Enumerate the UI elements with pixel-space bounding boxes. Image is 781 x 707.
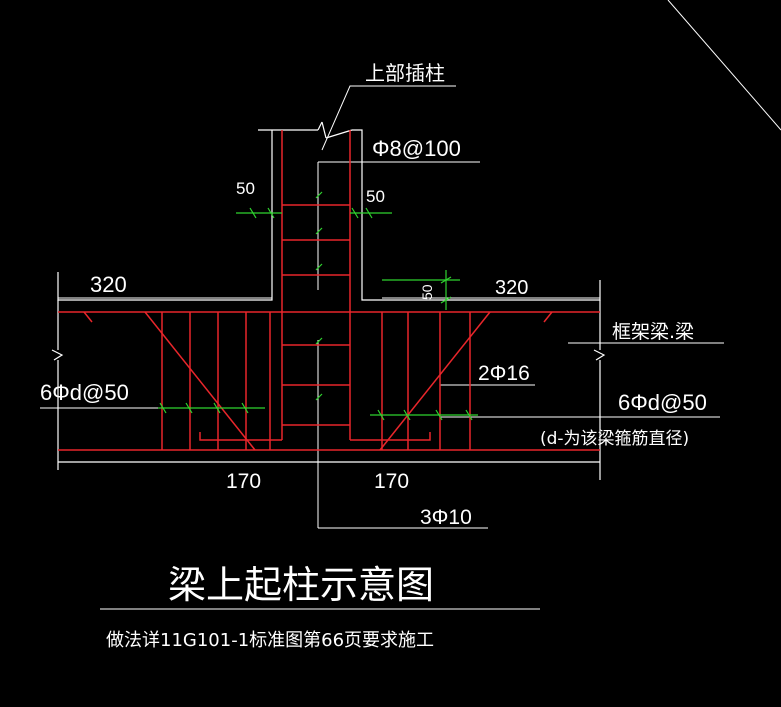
label-note-d: (d-为该梁箍筋直径) bbox=[540, 429, 689, 449]
label-dim-50-right: 50 bbox=[366, 187, 385, 206]
label-upper-column: 上部插柱 bbox=[365, 61, 445, 85]
label-dim-320-right: 320 bbox=[495, 277, 528, 299]
label-column-stirrup: Φ8@100 bbox=[372, 136, 461, 161]
label-left-stirrup: 6Φd@50 bbox=[40, 380, 129, 405]
label-right-stirrup: 6Φd@50 bbox=[618, 390, 707, 415]
label-dim-50-vertical: 50 bbox=[419, 284, 435, 300]
label-dim-320-left: 320 bbox=[90, 272, 127, 297]
dimension-marks bbox=[158, 191, 478, 421]
label-dim-50-left: 50 bbox=[236, 179, 255, 198]
corner-diagonal-line bbox=[667, 0, 781, 131]
rebar-lines bbox=[58, 130, 600, 451]
label-dim-170-left: 170 bbox=[226, 470, 261, 493]
drawing-subtitle: 做法详11G101-1标准图第66页要求施工 bbox=[106, 630, 434, 651]
label-2phi16: 2Φ16 bbox=[478, 362, 530, 385]
leader-lines bbox=[40, 85, 724, 529]
drawing-title: 梁上起柱示意图 bbox=[168, 563, 434, 607]
label-dim-170-right: 170 bbox=[374, 470, 409, 493]
concrete-outline bbox=[51, 121, 606, 480]
label-3phi10: 3Φ10 bbox=[420, 506, 472, 529]
label-frame-beam: 框架梁.梁 bbox=[612, 321, 694, 343]
